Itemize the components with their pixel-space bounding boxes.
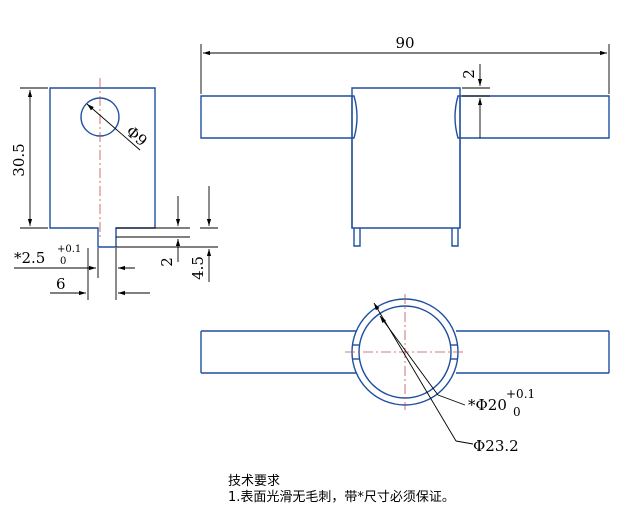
left-arm [200,95,358,139]
slot-depth-text: 2 [158,257,176,267]
notes-line1: 1.表面光滑无毛刺，带*尺寸必须保证。 [228,490,455,505]
slot-width-text: *2.5 [14,249,45,267]
central-body [351,87,461,229]
hole-dim-text: Φ9 [122,122,150,150]
inner-diameter-text: *Φ20 [468,396,507,414]
outer-diameter-leader [373,302,457,442]
slot-offset-text: 6 [56,275,66,293]
tab-height-text: 4.5 [189,256,207,280]
inner-tol-upper: +0.1 [506,387,535,401]
height-dim-text: 30.5 [10,143,28,176]
front-view: 90 2 [200,34,610,247]
side-view: 30.5 Φ9 *2.5 +0.1 0 6 2 4.5 [10,78,218,300]
left-arm-top [200,330,356,374]
top-view: *Φ20 +0.1 0 Φ23.2 [200,294,610,455]
technical-notes: 技术要求 1.表面光滑无毛刺，带*尺寸必须保证。 [228,474,455,506]
right-arm-top [456,330,610,374]
notes-title: 技术要求 [228,474,281,489]
left-foot [353,228,361,247]
right-arm [454,95,610,139]
hole-dim-line [86,103,141,151]
overall-length-text: 90 [395,34,414,52]
outer-diameter-text: Φ23.2 [473,437,519,455]
slot-tol-lower: 0 [60,256,66,267]
wall-step-text: 2 [460,69,478,79]
slot-tol-upper: +0.1 [57,244,81,255]
right-foot [451,228,459,247]
side-view-outline [49,87,156,248]
inner-tol-lower: 0 [513,405,521,419]
